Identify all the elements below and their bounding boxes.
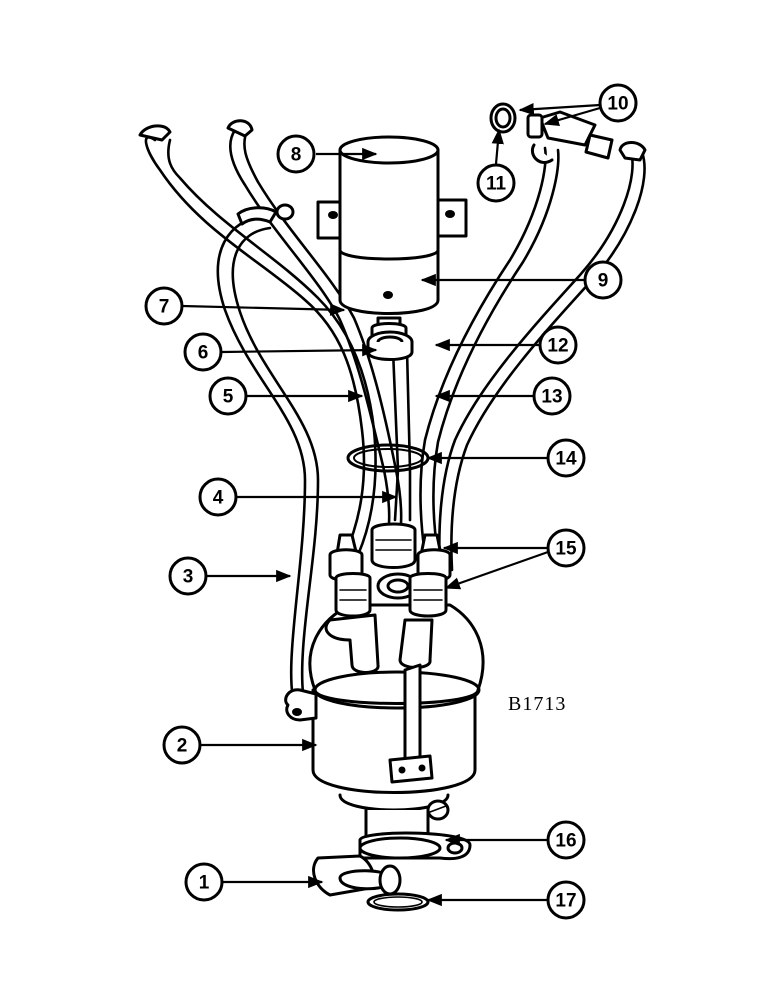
callout-6: 6: [183, 332, 223, 372]
svg-text:10: 10: [607, 94, 628, 115]
svg-text:8: 8: [291, 145, 302, 166]
svg-text:16: 16: [555, 831, 576, 852]
callout-11: 11: [476, 163, 516, 203]
leader-15b: [444, 550, 549, 590]
lead-clamp-band: [346, 443, 430, 473]
callout-14: 14: [546, 438, 586, 478]
plug-connector: [489, 102, 614, 164]
leader-10b: [543, 106, 601, 127]
callouts: 8 10 11 9 7 6 12 5 13 14 4 15 3 2 16 1 1…: [144, 83, 638, 920]
callout-4: 4: [198, 477, 238, 517]
callout-1: 1: [184, 862, 224, 902]
callout-17: 17: [546, 880, 586, 920]
svg-text:17: 17: [555, 891, 576, 912]
svg-text:14: 14: [555, 449, 577, 470]
svg-text:6: 6: [198, 343, 209, 364]
callout-13: 13: [532, 376, 572, 416]
leader-11: [491, 128, 504, 165]
leader-lines: [181, 102, 601, 907]
svg-text:3: 3: [183, 567, 194, 588]
svg-text:12: 12: [547, 336, 568, 357]
callout-16: 16: [546, 820, 586, 860]
grommet: [366, 330, 414, 361]
leader-7: [181, 303, 346, 316]
leader-6: [221, 344, 378, 357]
svg-text:2: 2: [177, 736, 188, 757]
callout-5: 5: [208, 376, 248, 416]
distributor: [284, 522, 485, 912]
svg-text:15: 15: [555, 539, 577, 560]
svg-text:9: 9: [598, 271, 609, 292]
svg-text:11: 11: [486, 174, 507, 195]
svg-text:1: 1: [199, 873, 210, 894]
callout-7: 7: [144, 286, 184, 326]
leader-10a: [518, 102, 601, 116]
figure-reference: B1713: [508, 693, 566, 715]
svg-text:13: 13: [541, 387, 562, 408]
callout-3: 3: [168, 556, 208, 596]
callout-10: 10: [598, 83, 638, 123]
svg-text:5: 5: [223, 387, 234, 408]
callout-8: 8: [276, 134, 316, 174]
svg-text:7: 7: [159, 297, 170, 318]
callout-12: 12: [538, 325, 578, 365]
callout-9: 9: [583, 260, 623, 300]
callout-15: 15: [546, 528, 586, 568]
ignition-coil: [316, 135, 468, 346]
svg-text:4: 4: [213, 488, 224, 509]
callout-2: 2: [162, 725, 202, 765]
